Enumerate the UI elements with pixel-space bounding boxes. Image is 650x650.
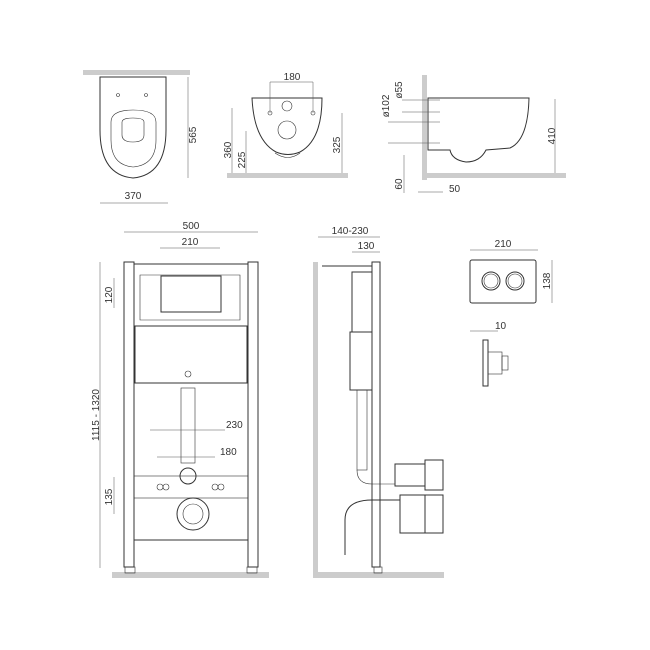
dim-bolt-height: 325 <box>332 136 343 153</box>
toilet-top-view: 565 370 <box>83 70 199 204</box>
outlet-ring <box>176 497 210 531</box>
dim-panel-width: 210 <box>182 237 199 248</box>
dim-height: 410 <box>547 127 558 144</box>
flush-plate-side <box>482 339 489 387</box>
dim-outlet-height: 225 <box>237 151 248 168</box>
dim-wall-gap: 50 <box>449 184 461 195</box>
cistern-body-side <box>349 331 373 391</box>
dim-plate-width: 210 <box>495 239 512 250</box>
floor-strip <box>422 173 566 178</box>
dim-outlet-height: 135 <box>104 488 115 505</box>
floor-strip <box>313 572 444 578</box>
toilet-front-view: 180 360 225 325 <box>223 72 348 178</box>
floor-strip <box>227 173 348 178</box>
dim-height-range: 1115 - 1320 <box>91 389 102 441</box>
frame-side-view: 140-230 130 <box>313 226 444 578</box>
flush-pipe <box>180 387 196 464</box>
dim-plate-thickness: 10 <box>495 321 507 332</box>
toilet-side-outline <box>427 97 530 163</box>
dim-offset-bottom: 60 <box>394 178 405 190</box>
bowl-opening <box>121 117 145 143</box>
dim-bolt-outer: 230 <box>226 420 243 431</box>
seat-outline <box>110 109 157 168</box>
inlet-connector <box>394 463 426 487</box>
flush-plate: 210 138 10 <box>469 239 553 387</box>
wall-strip <box>422 75 427 180</box>
bolt-hole <box>144 93 148 97</box>
outlet-hole <box>277 120 297 140</box>
floor-strip <box>112 572 269 578</box>
frame-front-view: 500 210 1115 - 1320 120 230 180 135 <box>91 221 269 578</box>
flush-plate-front <box>469 259 537 304</box>
wall-strip <box>313 262 318 577</box>
inlet-hole <box>281 100 293 112</box>
frame-leg-left <box>123 261 135 568</box>
dim-frame-width: 500 <box>183 221 200 232</box>
dim-bolt-inner: 180 <box>220 447 237 458</box>
flush-opening <box>160 275 222 313</box>
frame-leg-right <box>247 261 259 568</box>
dim-inlet-diameter: ø55 <box>394 81 405 99</box>
dim-plate-height: 138 <box>542 272 553 289</box>
dim-panel-offset: 120 <box>104 286 115 303</box>
dim-width: 370 <box>125 191 142 202</box>
flush-button-large <box>505 271 525 291</box>
cistern-top <box>139 274 241 321</box>
cistern-side <box>351 271 373 333</box>
toilet-front-outline <box>251 97 323 155</box>
toilet-outline <box>99 76 167 179</box>
frame-upright <box>371 261 381 568</box>
wall-strip <box>83 70 190 75</box>
dim-depth: 130 <box>358 241 375 252</box>
toilet-side-view: ø55 ø102 410 60 50 <box>381 75 566 195</box>
dim-inlet-height: 360 <box>223 141 234 158</box>
bolt-hole <box>116 93 120 97</box>
dim-bolt-spacing: 180 <box>284 72 301 83</box>
dim-depth-range: 140-230 <box>332 226 369 237</box>
dim-outlet-diameter: ø102 <box>381 94 392 117</box>
flush-button-small <box>481 271 501 291</box>
outlet-connector <box>399 494 426 534</box>
dim-depth: 565 <box>188 126 199 143</box>
